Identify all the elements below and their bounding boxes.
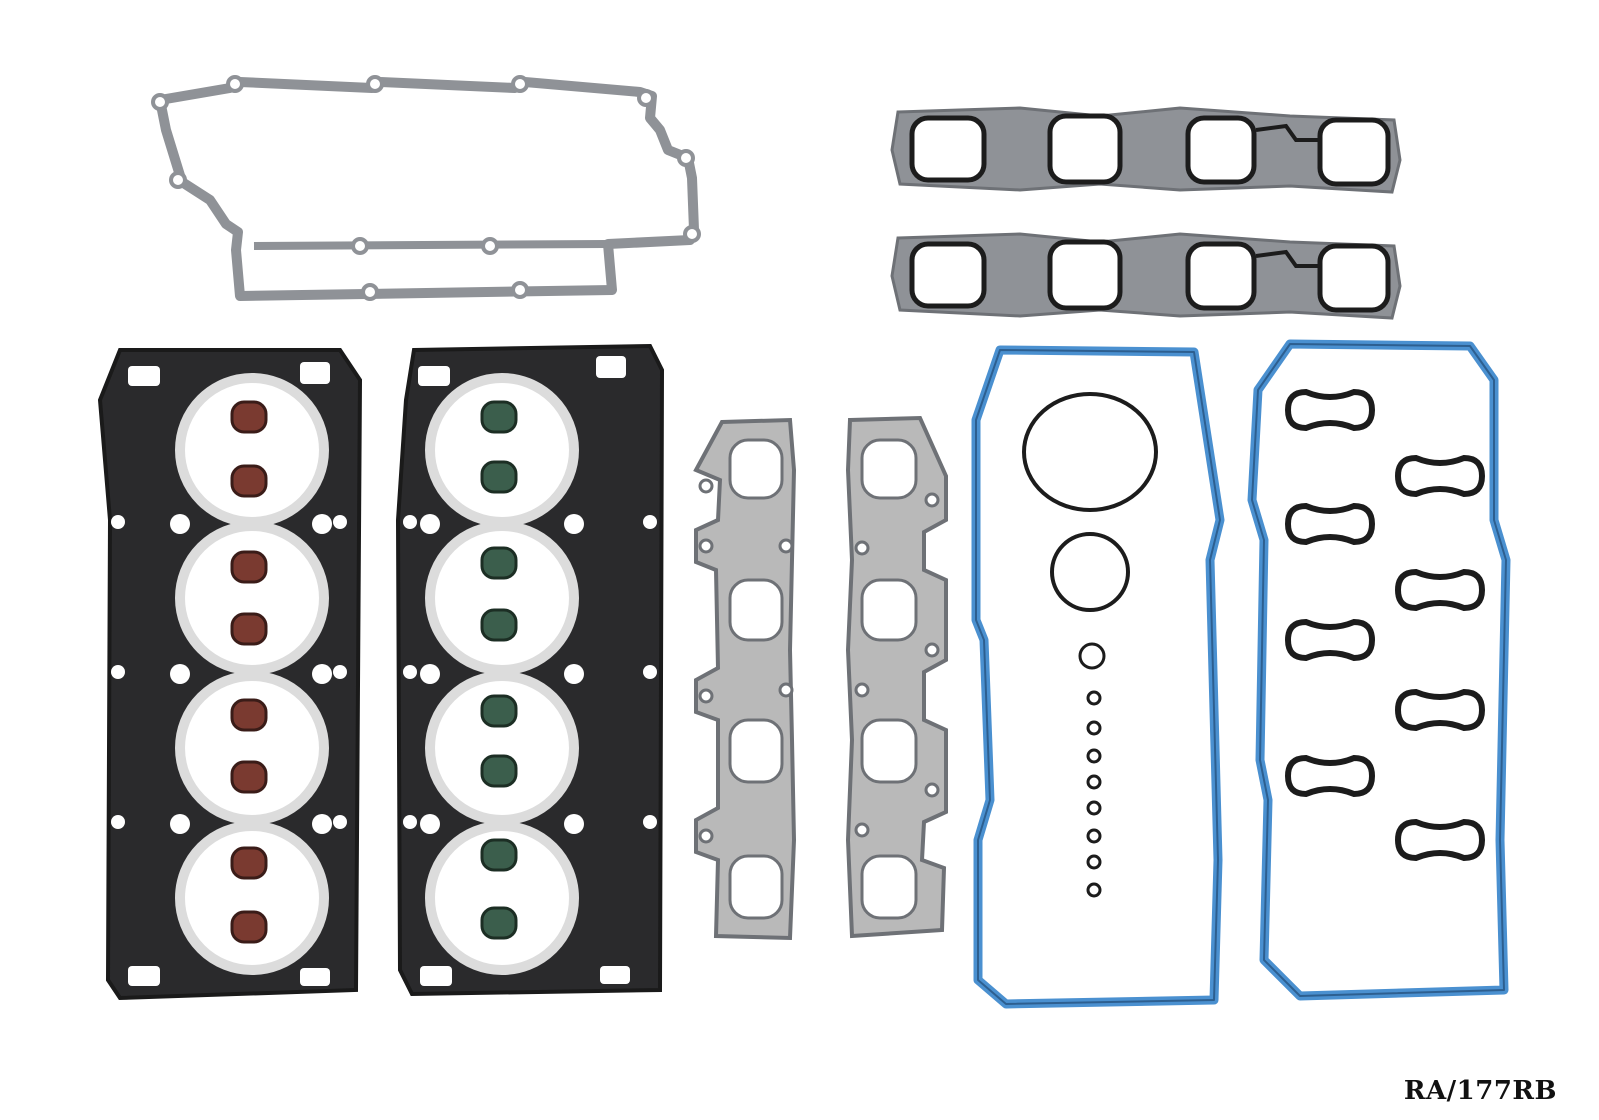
- spark-plug-tube-seals: [1284, 388, 1486, 862]
- cylinder-head-gasket-left: [97, 348, 363, 1001]
- valve-cover-gasket-left: [971, 345, 1225, 1009]
- exhaust-manifold-gasket-right: [845, 415, 948, 939]
- exhaust-manifold-gasket-left: [693, 417, 797, 941]
- intake-manifold-gasket-lower: [890, 232, 1402, 320]
- valve-stem-seals: [230, 400, 518, 944]
- cylinder-head-gasket-right: [395, 343, 665, 997]
- valve-cover-gasket-right: [1247, 339, 1511, 1001]
- part-number-label: RA/177RB: [1403, 1076, 1557, 1106]
- intake-manifold-gasket-upper: [890, 106, 1402, 194]
- upper-intake-plenum-gasket: [151, 75, 701, 301]
- o-rings: [1022, 392, 1158, 898]
